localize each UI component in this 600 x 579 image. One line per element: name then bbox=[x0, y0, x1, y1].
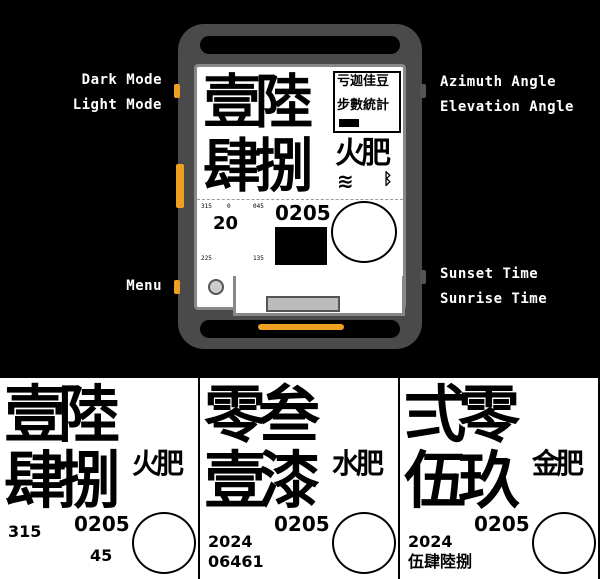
panel-2-num1: 2024 bbox=[208, 532, 253, 551]
sun-dial bbox=[331, 201, 397, 263]
compass-225: 225 bbox=[201, 255, 212, 262]
panel-2-right: 水肥 bbox=[332, 447, 384, 480]
panel-1-dial bbox=[132, 512, 196, 574]
panel-2-dial bbox=[332, 512, 396, 574]
panel-3-right: 金肥 bbox=[532, 447, 584, 480]
panel-3-top: 弍零 bbox=[404, 378, 520, 451]
panel-1-bottom: 肆捌 bbox=[4, 444, 120, 517]
elevation-label: Elevation Angle bbox=[440, 99, 574, 115]
panel-3-bottom: 伍玖 bbox=[404, 444, 520, 517]
small-number: 20 bbox=[213, 213, 239, 234]
crown-button[interactable] bbox=[176, 164, 184, 208]
sunset-label: Sunset Time bbox=[440, 266, 539, 282]
panel-1-top: 壹陸 bbox=[4, 378, 120, 451]
menu-label: Menu bbox=[126, 278, 162, 294]
panel-3-dial bbox=[532, 512, 596, 574]
box-line-1: 亏迦佳豆 bbox=[337, 74, 390, 89]
preview-panel-1: 壹陸 肆捌 火肥 0205 315 45 bbox=[0, 378, 198, 579]
panel-3-date: 0205 bbox=[474, 512, 530, 536]
charging-indicator bbox=[258, 324, 344, 330]
bluetooth-icon: ᛒ bbox=[383, 169, 393, 188]
compass-045: 045 bbox=[253, 203, 264, 210]
preview-panel-3: 弍零 伍玖 金肥 0205 2024 伍肆陸捌 bbox=[400, 378, 598, 579]
panel-3-num2: 伍肆陸捌 bbox=[408, 552, 473, 571]
wifi-icon: ≋ bbox=[337, 169, 354, 193]
panel-2-date: 0205 bbox=[274, 512, 330, 536]
top-strap-slot bbox=[200, 36, 400, 54]
sunrise-label: Sunrise Time bbox=[440, 291, 548, 307]
dark-mode-label: Dark Mode bbox=[81, 72, 162, 88]
panel-1-num2: 45 bbox=[90, 546, 113, 565]
azimuth-button[interactable] bbox=[420, 84, 426, 98]
date-display: 0205 bbox=[275, 201, 331, 225]
data-block bbox=[275, 227, 327, 265]
menu-dot bbox=[208, 279, 224, 295]
panel-2-num2: 06461 bbox=[208, 552, 264, 571]
menu-button[interactable] bbox=[174, 280, 180, 294]
weather-glyph: 火肥 bbox=[335, 136, 391, 171]
compass-0: 0 bbox=[227, 203, 231, 210]
panel-1-num1: 315 bbox=[8, 522, 42, 541]
status-pill bbox=[266, 296, 340, 312]
box-line-2: 步數統計 bbox=[337, 98, 390, 113]
compass-315: 315 bbox=[201, 203, 212, 210]
panel-2-top: 零叁 bbox=[204, 378, 320, 451]
compass-135: 135 bbox=[253, 255, 264, 262]
panel-2-bottom: 壹漆 bbox=[204, 444, 320, 517]
big-glyph-bottom: 肆捌 bbox=[203, 132, 313, 200]
panel-1-right: 火肥 bbox=[132, 447, 184, 480]
azimuth-label: Azimuth Angle bbox=[440, 74, 557, 90]
panel-3-num1: 2024 bbox=[408, 532, 453, 551]
watch-screen: 壹陸 肆捌 亏迦佳豆 步數統計 火肥 ≋ ᛒ 315 0 045 20 225 … bbox=[194, 64, 406, 310]
light-mode-label: Light Mode bbox=[72, 97, 162, 113]
big-glyph-top: 壹陸 bbox=[203, 68, 313, 136]
dark-mode-button[interactable] bbox=[174, 84, 180, 98]
panel-1-date: 0205 bbox=[74, 512, 130, 536]
sunset-button[interactable] bbox=[420, 270, 426, 284]
preview-panel-2: 零叁 壹漆 水肥 0205 2024 06461 bbox=[200, 378, 398, 579]
progress-bar bbox=[339, 119, 359, 127]
top-right-box: 亏迦佳豆 步數統計 bbox=[333, 71, 401, 133]
